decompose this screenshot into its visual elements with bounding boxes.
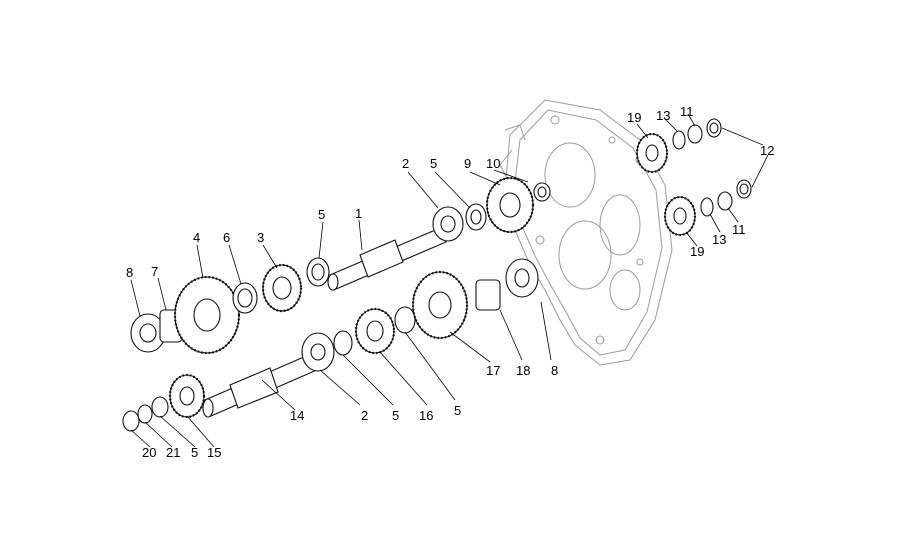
- callout-13: 13: [656, 108, 670, 123]
- callout-5: 5: [392, 408, 399, 423]
- callout-3: 3: [257, 230, 264, 245]
- upper-gear-train: [130, 176, 551, 355]
- callout-14: 14: [290, 408, 304, 423]
- callout-1: 1: [355, 206, 362, 221]
- callout-5: 5: [430, 156, 437, 171]
- callout-15: 15: [207, 445, 221, 460]
- callout-2: 2: [361, 408, 368, 423]
- upper-shaft: [327, 227, 447, 291]
- callout-7: 7: [151, 264, 158, 279]
- callout-12: 12: [760, 143, 774, 158]
- callout-8: 8: [126, 265, 133, 280]
- callout-labels: 1 2 2 3 4 5 5 5 5 5 5 6 7 8 8 9 10 11 11…: [126, 104, 774, 460]
- callout-9: 9: [464, 156, 471, 171]
- callout-2: 2: [402, 156, 409, 171]
- callout-20: 20: [142, 445, 156, 460]
- callout-17: 17: [486, 363, 500, 378]
- callout-19: 19: [690, 244, 704, 259]
- gearbox-housing: [499, 99, 673, 366]
- callout-5: 5: [191, 445, 198, 460]
- callout-13: 13: [712, 232, 726, 247]
- callout-5: 5: [454, 403, 461, 418]
- callout-6: 6: [223, 230, 230, 245]
- leader-lines: [130, 113, 769, 448]
- callout-10: 10: [486, 156, 500, 171]
- callout-18: 18: [516, 363, 530, 378]
- callout-21: 21: [166, 445, 180, 460]
- lower-gear-train: [122, 258, 539, 432]
- callout-4: 4: [193, 230, 200, 245]
- right-gear-sets: [635, 118, 752, 237]
- callout-19: 19: [627, 110, 641, 125]
- callout-16: 16: [419, 408, 433, 423]
- callout-11: 11: [732, 222, 746, 237]
- callout-8: 8: [551, 363, 558, 378]
- callout-5: 5: [318, 207, 325, 222]
- callout-11: 11: [680, 104, 694, 119]
